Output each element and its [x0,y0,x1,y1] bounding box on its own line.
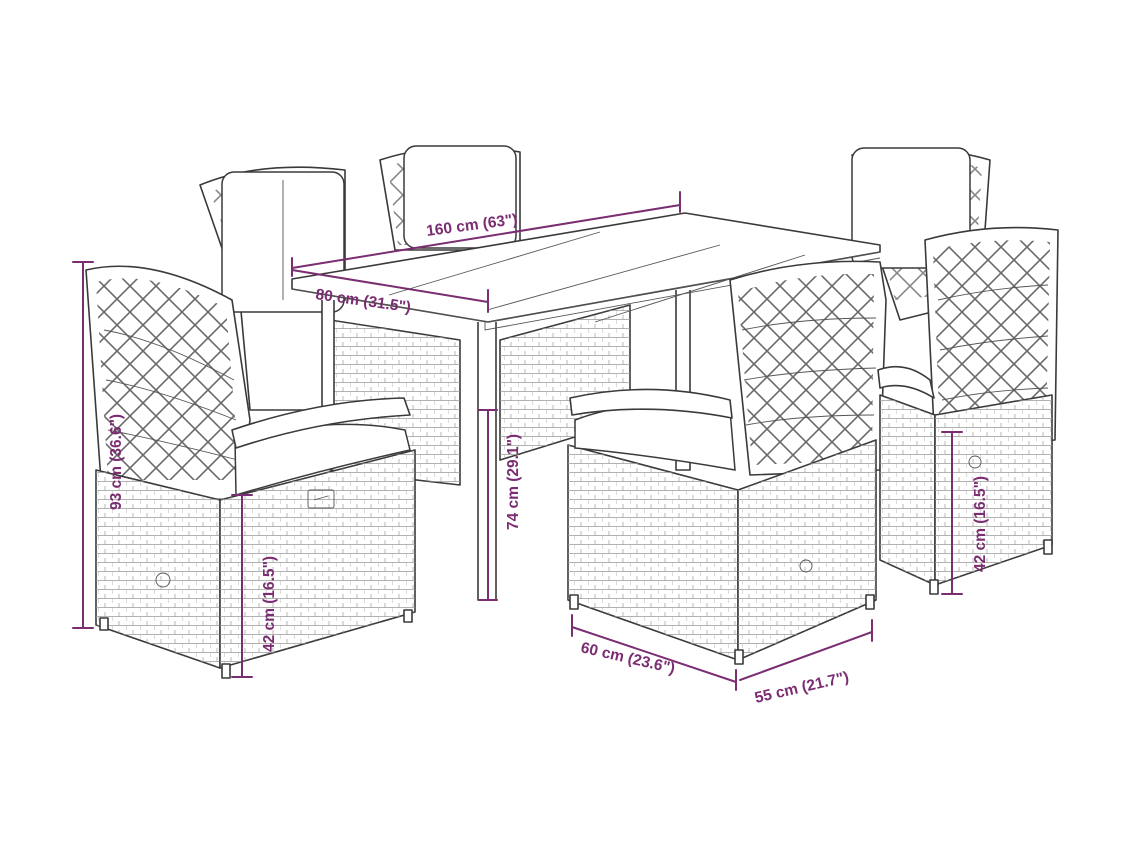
label-chair-depth: 55 cm (21.7") [753,669,850,707]
dimension-seat-height-left: 42 cm (16.5") [231,494,278,678]
label-seat-height-right: 42 cm (16.5") [972,476,989,572]
dimension-table-height: 74 cm (29.1") [478,409,522,601]
front-left-chair [85,265,416,679]
back-center-chair [379,145,521,251]
dimension-chair-height: 93 cm (36.6") [72,261,125,629]
dimension-seat-height-right: 42 cm (16.5") [941,431,989,595]
label-seat-height-left: 42 cm (16.5") [261,556,278,652]
label-table-height: 74 cm (29.1") [505,434,522,530]
front-right-chair [877,226,1059,595]
label-chair-height: 93 cm (36.6") [108,414,125,510]
front-center-chair [567,260,887,665]
